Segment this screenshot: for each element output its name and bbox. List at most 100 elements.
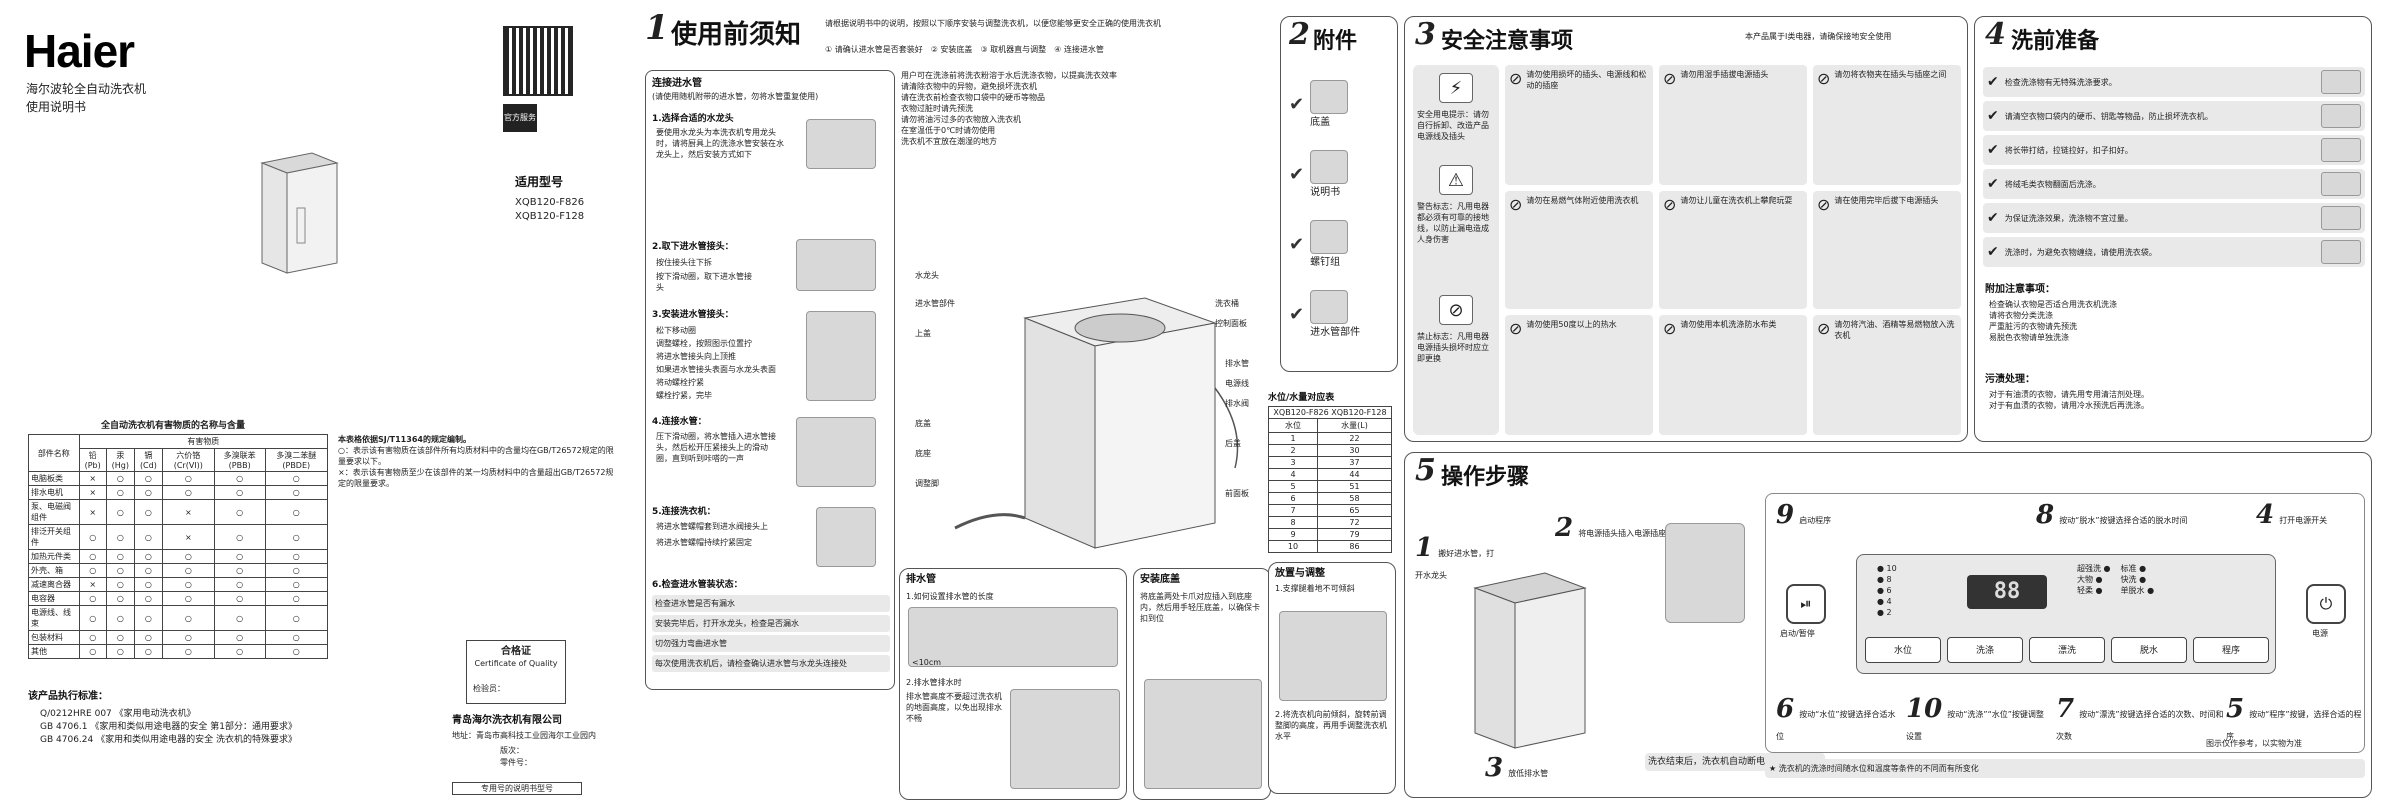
hazard-row: 电容器○○○○○○ (28, 591, 329, 606)
stain-item: 对于有血渍的衣物，请用冷水预洗后再洗涤。 (1989, 401, 2149, 410)
safety-item: ⊘请勿让儿童在洗衣机上攀爬玩耍 (1659, 191, 1807, 309)
hazard-mark: ○ (78, 591, 107, 606)
power-button[interactable]: ⏻ (2306, 584, 2346, 624)
hazard-row: 电源线、线束○○○○○○ (28, 605, 329, 631)
safety-left-col: ⚡ 安全用电提示：请勿自行拆卸、改造产品电源线及插头 ⚠ 警告标志：凡用电器都必… (1413, 65, 1499, 435)
op-step-3-text: 放低排水管 (1508, 769, 1549, 778)
hazard-mark: ○ (133, 605, 163, 631)
hazard-part-name: 外壳、箱 (28, 563, 80, 578)
safety-item: ⊘请勿将汽油、酒精等易燃物放入洗衣机 (1813, 314, 1961, 435)
accessory-item: ✔螺钉组 (1289, 209, 1393, 279)
hazard-mark: ○ (78, 524, 107, 550)
hazard-mark: ○ (161, 591, 215, 606)
hazard-row: 其他○○○○○○ (28, 644, 329, 659)
panel-button[interactable]: 漂洗 (2029, 637, 2105, 663)
water-level-cell: 1 (1268, 432, 1318, 445)
program-leds: 超强洗 ●标准 ●大物 ●快洗 ●轻柔 ●单脱水 ● (2077, 563, 2154, 596)
pipe-joint-image (796, 239, 876, 291)
hazard-mark: ○ (105, 549, 135, 564)
qr-note-badge: 官方服务 (503, 104, 537, 132)
hazard-mark: ○ (105, 630, 135, 645)
hazard-mark: ○ (213, 549, 266, 564)
attach-item: 易脱色衣物请单独洗涤 (1989, 333, 2069, 342)
hazard-mark: ○ (105, 577, 135, 592)
part-label: 电源线 (1225, 379, 1249, 388)
op-step-10-text: 按动“洗涤”“水位”按键调整设置 (1906, 710, 2044, 741)
stain-item: 对于有油渍的衣物，请先用专用清洁剂处理。 (1989, 390, 2149, 399)
section3-number: 3 (1415, 17, 1436, 52)
part-label: 后盖 (1225, 439, 1241, 448)
drain-1a: <10cm (912, 658, 942, 667)
control-panel: ● 10● 8● 6● 4● 2 超强洗 ●标准 ●大物 ●快洗 ●轻柔 ●单脱… (1856, 554, 2276, 674)
hazard-mark: ○ (264, 549, 329, 564)
step4-text: 压下滑动圈，将水管插入进水管接头，然后松开压紧接头上的滑动圈，直到听到咔嗒的一声 (656, 432, 776, 463)
check-icon: ✔ (1987, 210, 1999, 226)
hazard-mark: ○ (213, 630, 266, 645)
op-step-4-num: 4 (2256, 500, 2275, 530)
hazard-mark: ○ (105, 485, 135, 500)
check-item: 切勿强力弯曲进水管 (652, 635, 890, 652)
model-2: XQB120-F128 (515, 211, 585, 222)
step5-b: 将进水管螺帽持续拧紧固定 (656, 538, 752, 547)
control-panel-zone: 9 启动程序 8 按动“脱水”按键选择合适的脱水时间 4 打开电源开关 ● 10… (1765, 493, 2365, 753)
company-name: 青岛海尔洗衣机有限公司 (452, 715, 562, 726)
step5-a: 将进水管螺帽套到进水阀接头上 (656, 522, 768, 531)
footnote: ★ 洗衣机的洗涤时间随水位和温度等条件的不同而有所变化 (1765, 759, 2365, 778)
accessory-item: ✔说明书 (1289, 139, 1393, 209)
certificate-box: 合格证 Certificate of Quality 检验员： (466, 640, 566, 704)
program-indicator: 轻柔 ● (2077, 586, 2103, 595)
safety-item: ⊘请勿将衣物夹在插头与插座之间 (1813, 65, 1961, 186)
program-label: 单脱水 (2120, 586, 2145, 595)
op-step-6: 6 按动“水位”按键选择合适水位 (1776, 694, 1896, 743)
water-level-cell: 10 (1268, 540, 1318, 553)
prep-item: ✔检查洗涤物有无特殊洗涤要求。 (1983, 67, 2365, 97)
water-level-cell: 9 (1268, 528, 1318, 541)
hazard-row: 排泛开关组件○○○×○○ (28, 524, 329, 550)
version-label: 版次： (500, 746, 524, 755)
water-level-cell: 2 (1268, 444, 1318, 457)
section1: 1 使用前须知 请根据说明书中的说明，按照以下顺序安装与调整洗衣机，以便您能够更… (645, 8, 1275, 803)
install-title: 安装底盖 (1140, 574, 1180, 585)
certificate-title: 合格证 (501, 646, 531, 657)
op-step-7-num: 7 (2056, 694, 2075, 724)
start-button-label: 启动/暂停 (1780, 629, 1815, 638)
water-volume-cell: 58 (1316, 492, 1393, 505)
hazard-mark: ○ (161, 644, 215, 659)
step1-text: 要使用水龙头为本洗衣机专用龙头时，请将厨具上的洗涤水管安装在水龙头上，然后安装方… (656, 128, 784, 159)
check-icon: ✔ (1289, 163, 1305, 185)
water-volume-cell: 44 (1316, 468, 1393, 481)
hazard-part-name: 泵、电磁阀组件 (28, 499, 80, 525)
panel-button[interactable]: 水位 (1865, 637, 1941, 663)
prep-item-image (2321, 70, 2361, 94)
panel-button[interactable]: 洗涤 (1947, 637, 2023, 663)
op-step-4-text: 打开电源开关 (2279, 516, 2328, 525)
section5-title: 操作步骤 (1441, 465, 1530, 490)
part-label: 调整脚 (915, 479, 939, 488)
hazard-note-1: ○：表示该有害物质在该部件所有均质材料中的含量均在GB/T26572规定的限量要… (338, 446, 614, 466)
hazard-mark: ○ (161, 563, 215, 578)
hazard-mark: ○ (133, 549, 163, 564)
hazard-mark: ○ (105, 524, 135, 550)
panel-button[interactable]: 脱水 (2111, 637, 2187, 663)
water-level-cell: 3 (1268, 456, 1318, 469)
start-button-standalone[interactable]: ⏯ (1786, 584, 1826, 624)
check-icon: ✔ (1987, 108, 1999, 124)
standard-2: GB 4706.1 《家用和类似用途电器的安全 第1部分：通用要求》 (40, 722, 297, 732)
water-level-cell: 4 (1268, 468, 1318, 481)
hazard-mark: × (78, 471, 107, 486)
joint-install-image (806, 311, 876, 401)
op-step-10: 10 按动“洗涤”“水位”按键调整设置 (1906, 694, 2046, 743)
panel-button[interactable]: 程序 (2193, 637, 2269, 663)
prohibit-icon: ⊘ (1509, 318, 1523, 338)
step3-a: 松下移动圈 (656, 326, 696, 335)
hazard-mark: ○ (161, 577, 215, 592)
hazard-part-name: 排水电机 (28, 485, 80, 500)
inline-step-2: ② 安装底盖 (930, 45, 973, 54)
program-indicator: 大物 ● (2077, 575, 2103, 584)
bottom-note: 专用号的说明书型号 (452, 782, 582, 795)
drain-length-image (908, 607, 1118, 667)
hazard-mark: ○ (264, 577, 329, 592)
safety-item-text: 请勿使用50度以上的热水 (1526, 319, 1617, 329)
safety-item-text: 请勿将汽油、酒精等易燃物放入洗衣机 (1834, 319, 1955, 340)
